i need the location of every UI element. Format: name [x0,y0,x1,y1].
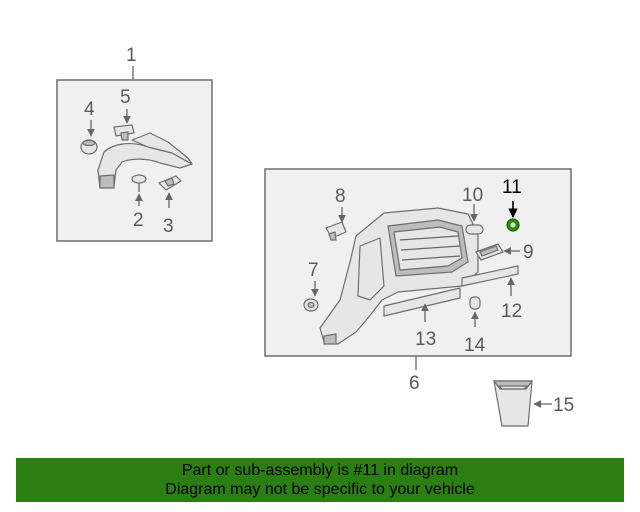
part-14-grommet[interactable] [469,296,481,310]
callout-14[interactable]: 14 [464,335,486,356]
callout-2[interactable]: 2 [133,210,144,231]
part-3-clip[interactable] [158,175,182,191]
callout-5[interactable]: 5 [120,87,131,108]
callout-8[interactable]: 8 [335,186,346,207]
part-11-clip[interactable] [506,218,520,232]
info-banner: Part or sub-assembly is #11 in diagram D… [16,458,624,502]
callout-9[interactable]: 9 [523,242,534,263]
banner-line-2: Diagram may not be specific to your vehi… [165,481,475,498]
callout-10[interactable]: 10 [462,185,483,206]
banner-line-1: Part or sub-assembly is #11 in diagram [181,462,459,479]
part-2-bolt[interactable] [131,174,147,192]
part-12-sill-plate[interactable] [461,265,519,287]
callout-6[interactable]: 6 [409,373,420,394]
callout-11[interactable]: 11 [502,177,522,198]
callout-7[interactable]: 7 [308,260,319,281]
part-8-clip[interactable] [325,221,347,241]
callout-1[interactable]: 1 [126,45,137,66]
part-7-push-pin[interactable] [303,298,319,312]
callout-15[interactable]: 15 [553,395,574,416]
part-9-lamp-socket[interactable] [475,243,504,261]
part-5-clip[interactable] [113,124,135,141]
part-6-quarter-trim-panel[interactable] [319,207,479,345]
callout-3[interactable]: 3 [163,216,174,237]
callout-12[interactable]: 12 [501,301,522,322]
part-15-bin[interactable] [492,380,534,427]
callout-13[interactable]: 13 [415,329,436,350]
part-1-trim-panel[interactable] [97,132,193,189]
part-4-clip[interactable] [80,139,98,155]
subassembly-1-group: 1 4 5 2 [56,45,213,242]
subassembly-6-group: 6 8 7 10 [264,168,572,394]
callout-4[interactable]: 4 [84,99,95,120]
part-13-scuff-plate[interactable] [383,287,461,317]
part-10-cap[interactable] [465,224,484,235]
